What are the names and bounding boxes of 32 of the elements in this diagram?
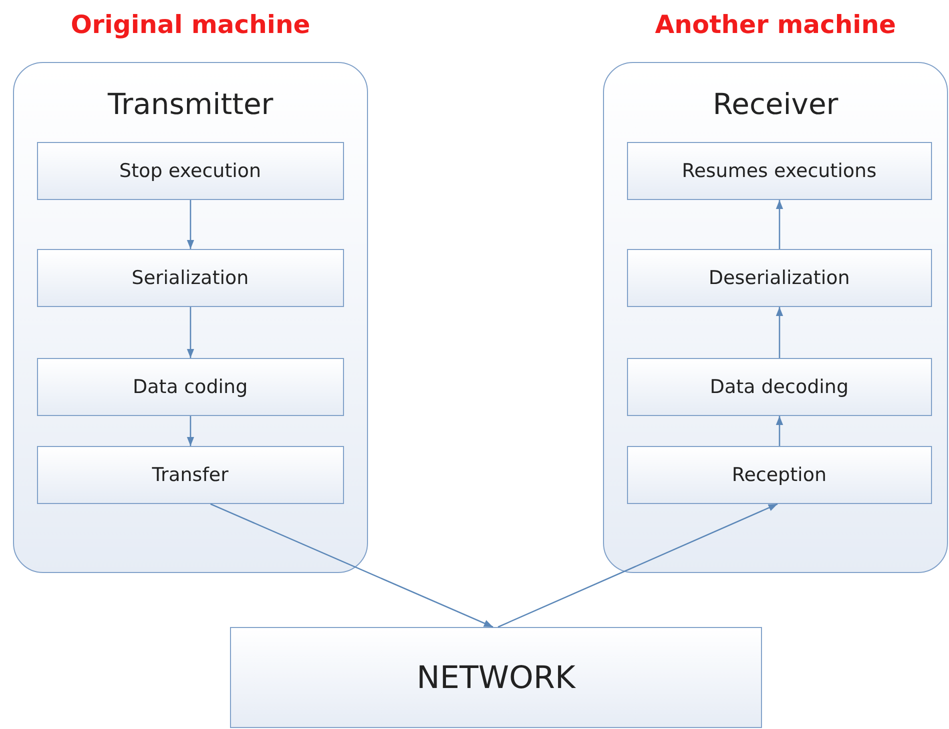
- arrow: [776, 307, 784, 358]
- network-box: [230, 627, 762, 728]
- machine-heading: Original machine: [70, 10, 310, 39]
- panel-title: Transmitter: [106, 87, 274, 121]
- step-label: Data coding: [132, 376, 248, 398]
- arrow: [186, 416, 194, 446]
- step-box: [36, 446, 344, 504]
- machine-heading: Another machine: [655, 10, 896, 39]
- step-label: Stop execution: [119, 160, 262, 182]
- step-box: [626, 358, 932, 416]
- step-box: [626, 248, 932, 307]
- step-box: [626, 446, 932, 504]
- arrow: [186, 200, 194, 249]
- machine-panel: [603, 62, 948, 573]
- arrow: [210, 503, 494, 628]
- arrow: [776, 200, 784, 249]
- step-label: Deserialization: [708, 266, 850, 289]
- step-box: [36, 142, 344, 200]
- arrow: [498, 503, 778, 628]
- step-box: [36, 248, 344, 307]
- step-label: NETWORK: [416, 660, 576, 696]
- step-label: Serialization: [132, 266, 249, 289]
- machine-panel: [13, 62, 368, 573]
- arrow: [186, 307, 194, 358]
- step-box: [626, 142, 932, 200]
- step-label: Resumes executions: [682, 160, 876, 182]
- arrow: [776, 416, 784, 446]
- step-box: [36, 358, 344, 416]
- step-label: Transfer: [152, 464, 228, 486]
- step-label: Reception: [732, 464, 826, 486]
- panel-title: Receiver: [712, 87, 840, 121]
- step-label: Data decoding: [710, 376, 849, 398]
